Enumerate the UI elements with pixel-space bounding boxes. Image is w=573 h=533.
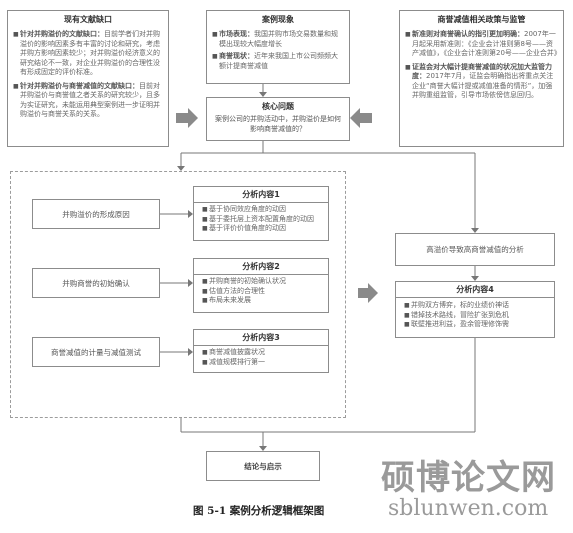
literature-gap-item-1: 针对并购溢价的文献缺口：目前学者们对并购溢价的影响因素多有丰富的讨论和研究，考虑… [13, 30, 163, 78]
literature-gap-item-2: 针对并购溢价与商誉减值的文献缺口：目前对并购溢价与商誉值之者关系的研究较少，且多… [13, 82, 163, 120]
arrowhead-analysis2 [188, 279, 193, 287]
policy-regulation-item-1-lead: 新准则对商誉确认的指引更加明确： [412, 30, 524, 38]
case-phenomenon-box: 案例现象 市场表现：我国并购市场交易数量和规模出现较大幅度增长 商誉现状：近年来… [206, 10, 350, 84]
high-premium-analysis-label: 高溢价导致高商誉减值的分析 [426, 245, 524, 254]
grey-arrow-middle-to-right [358, 283, 378, 303]
policy-regulation-item-2-lead: 证监会对大幅计提商誉减值的状况加大监管力度： [412, 62, 552, 81]
case-phenomenon-item-2: 商誉现状：近年来我国上市公司频频大额计提商誉减值 [212, 52, 344, 71]
literature-gap-box: 现有文献缺口 针对并购溢价的文献缺口：目前学者们对并购溢价的影响因素多有丰富的讨… [7, 10, 169, 147]
arrowhead-right-box [471, 228, 479, 233]
case-phenomenon-title: 案例现象 [262, 15, 294, 24]
analysis-2-item: 估值方法的合理性 [202, 287, 320, 297]
literature-gap-item-1-text: 目前学者们对并购溢价的影响因素多有丰富的讨论和研究，考虑并购方影响因素较少；对并… [20, 30, 160, 76]
analysis-3-item: 商誉减值披露状况 [202, 348, 320, 358]
literature-gap-title: 现有文献缺口 [64, 15, 112, 24]
analysis-1-item: 基于委托层上资本配置角度的动因 [202, 215, 320, 225]
policy-regulation-item-1-text: 2007年一月起采用新准则：《企业会计准则第8号——资产减值》，《企业会计准则第… [412, 30, 561, 57]
analysis-4-title: 分析内容4 [396, 282, 554, 298]
arrowhead-left-group [177, 166, 185, 171]
analysis-1-box: 分析内容1 基于协同效应角度的动因 基于委托层上资本配置角度的动因 基于评价价值… [193, 186, 329, 241]
arrowhead-conclusion [259, 446, 267, 451]
arrowhead-top-to-core [259, 92, 267, 97]
policy-regulation-item-1: 新准则对商誉确认的指引更加明确：2007年一月起采用新准则：《企业会计准则第8号… [405, 30, 561, 59]
case-phenomenon-item-2-lead: 商誉现状： [219, 52, 254, 60]
grey-arrow-left-to-core [176, 108, 198, 128]
case-phenomenon-item-1-lead: 市场表现： [219, 30, 254, 38]
analysis-1-list: 基于协同效应角度的动因 基于委托层上资本配置角度的动因 基于评价价值角度的动因 [194, 203, 328, 236]
analysis-1-item: 基于协同效应角度的动因 [202, 205, 320, 215]
left-box-goodwill-recognition-label: 并购商誉的初始确认 [62, 278, 130, 288]
literature-gap-item-2-lead: 针对并购溢价与商誉减值的文献缺口： [20, 81, 139, 90]
core-problem-box: 核心问题 案例公司的并购活动中，并购溢价是如何影响商誉减值的？ [206, 97, 350, 141]
policy-regulation-item-2-text: 2017年7月，证监会明确指出将重点关注企业“商誉大幅计提或减值准备的情形”，加… [412, 72, 554, 99]
analysis-2-list: 并购商誉的初始确认状况 估值方法的合理性 布局未来发展 [194, 275, 328, 308]
policy-regulation-box: 商誉减值相关政策与监管 新准则对商誉确认的指引更加明确：2007年一月起采用新准… [399, 10, 564, 147]
watermark-url: sblunwen.com [388, 496, 549, 521]
analysis-2-item: 布局未来发展 [202, 296, 320, 306]
analysis-4-box: 分析内容4 并购双方博弈，标的业绩价神话 错掉技术路线，冒险扩张到危机 联壁推进… [395, 281, 555, 338]
analysis-4-item: 联壁推进利益，盈余管理修饰需 [404, 320, 546, 330]
arrowhead-analysis3 [188, 348, 193, 356]
analysis-3-title: 分析内容3 [194, 330, 328, 346]
analysis-2-title: 分析内容2 [194, 259, 328, 275]
left-box-goodwill-recognition: 并购商誉的初始确认 [32, 268, 160, 298]
left-box-premium-causes-label: 并购溢价的形成原因 [62, 209, 130, 219]
analysis-4-list: 并购双方博弈，标的业绩价神话 错掉技术路线，冒险扩张到危机 联壁推进利益，盈余管… [396, 298, 554, 333]
left-box-impairment-test: 商誉减值的计量与减值测试 [32, 337, 160, 367]
conclusion-label: 结论与启示 [244, 461, 282, 471]
analysis-3-item: 减值规模排行第一 [202, 358, 320, 368]
analysis-3-box: 分析内容3 商誉减值披露状况 减值规模排行第一 [193, 329, 329, 373]
literature-gap-item-2-text: 目前对并购溢价与商誉值之者关系的研究较少，且多为实证研究，未能运用典型案例进一步… [20, 81, 160, 119]
grey-arrow-right-to-core [350, 108, 372, 128]
literature-gap-item-1-lead: 针对并购溢价的文献缺口： [20, 30, 104, 38]
case-phenomenon-item-2-text: 近年来我国上市公司频频大额计提商誉减值 [219, 52, 338, 70]
analysis-1-item: 基于评价价值角度的动因 [202, 224, 320, 234]
analysis-2-box: 分析内容2 并购商誉的初始确认状况 估值方法的合理性 布局未来发展 [193, 258, 329, 313]
analysis-4-item: 并购双方博弈，标的业绩价神话 [404, 301, 546, 311]
case-phenomenon-item-1: 市场表现：我国并购市场交易数量和规模出现较大幅度增长 [212, 30, 344, 49]
left-box-impairment-test-label: 商誉减值的计量与减值测试 [51, 347, 141, 357]
policy-regulation-title: 商誉减值相关政策与监管 [437, 15, 526, 24]
analysis-4-item: 错掉技术路线，冒险扩张到危机 [404, 311, 546, 321]
arrowhead-analysis1 [188, 210, 193, 218]
conclusion-box: 结论与启示 [206, 451, 320, 481]
analysis-1-title: 分析内容1 [194, 187, 328, 203]
figure-caption: 图 5-1 案例分析逻辑框架图 [193, 505, 325, 517]
arrowhead-analysis4 [471, 276, 479, 281]
case-phenomenon-item-1-text: 我国并购市场交易数量和规模出现较大幅度增长 [219, 30, 338, 48]
analysis-group-dashed [10, 171, 346, 418]
left-box-premium-causes: 并购溢价的形成原因 [32, 199, 160, 229]
analysis-3-list: 商誉减值披露状况 减值规模排行第一 [194, 346, 328, 369]
core-problem-title: 核心问题 [262, 102, 294, 111]
watermark-cn: 硕博论文网 [381, 458, 556, 498]
policy-regulation-item-2: 证监会对大幅计提商誉减值的状况加大监管力度：2017年7月，证监会明确指出将重点… [405, 63, 558, 101]
core-problem-text: 案例公司的并购活动中，并购溢价是如何影响商誉减值的？ [215, 115, 341, 133]
high-premium-analysis-box: 高溢价导致高商誉减值的分析 [395, 233, 555, 266]
analysis-2-item: 并购商誉的初始确认状况 [202, 277, 320, 287]
